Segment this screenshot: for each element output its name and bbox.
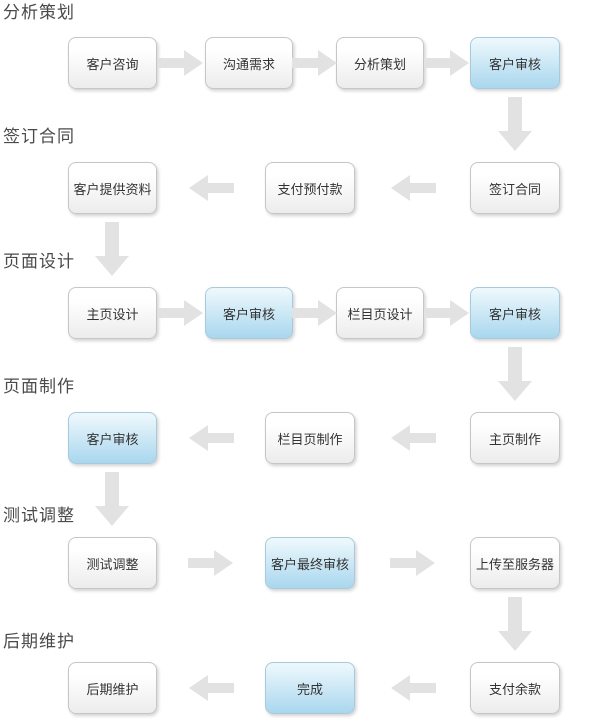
arrow-down-icon [94,222,130,277]
section-header-sign-contract: 签订合同 [3,127,75,147]
section-header-page-design: 页面设计 [3,252,75,272]
arrow-left-icon [390,424,436,452]
box-section-page-design: 栏目页设计 [336,287,424,339]
arrow-right-icon [158,49,204,77]
arrow-right-icon [390,549,436,577]
arrow-right-icon [158,299,204,327]
box-customer-provides-materials: 客户提供资料 [68,162,157,214]
box-testing-adjustment: 测试调整 [68,537,157,589]
box-sign-contract: 签订合同 [470,162,560,214]
box-communicate-requirements: 沟通需求 [205,37,293,89]
box-pay-deposit: 支付预付款 [265,162,355,214]
box-pay-balance: 支付余款 [470,662,560,714]
section-header-testing-adjustment: 测试调整 [3,506,75,526]
box-homepage-design: 主页设计 [68,287,157,339]
arrow-right-icon [292,49,338,77]
arrow-right-icon [292,299,338,327]
arrow-left-icon [188,424,234,452]
arrow-left-icon [390,674,436,702]
arrow-left-icon [188,674,234,702]
arrow-right-icon [424,299,470,327]
arrow-left-icon [188,174,234,202]
box-customer-final-review: 客户最终审核 [265,537,355,589]
section-header-page-production: 页面制作 [3,377,75,397]
box-customer-review-1: 客户审核 [470,37,560,89]
section-header-analysis-planning: 分析策划 [3,3,75,23]
arrow-right-icon [424,49,470,77]
box-upload-to-server: 上传至服务器 [470,537,560,589]
arrow-down-icon [497,347,533,402]
box-analysis-planning: 分析策划 [336,37,424,89]
box-maintenance: 后期维护 [68,662,157,714]
box-customer-review-4: 客户审核 [68,412,157,464]
box-customer-inquiry: 客户咨询 [68,37,157,89]
box-section-page-production: 栏目页制作 [265,412,355,464]
arrow-left-icon [390,174,436,202]
box-customer-review-2: 客户审核 [205,287,293,339]
box-complete: 完成 [265,662,355,714]
box-homepage-production: 主页制作 [470,412,560,464]
arrow-right-icon [188,549,234,577]
box-customer-review-3: 客户审核 [470,287,560,339]
arrow-down-icon [497,97,533,152]
arrow-down-icon [94,472,130,527]
section-header-maintenance: 后期维护 [3,632,75,652]
arrow-down-icon [497,597,533,652]
